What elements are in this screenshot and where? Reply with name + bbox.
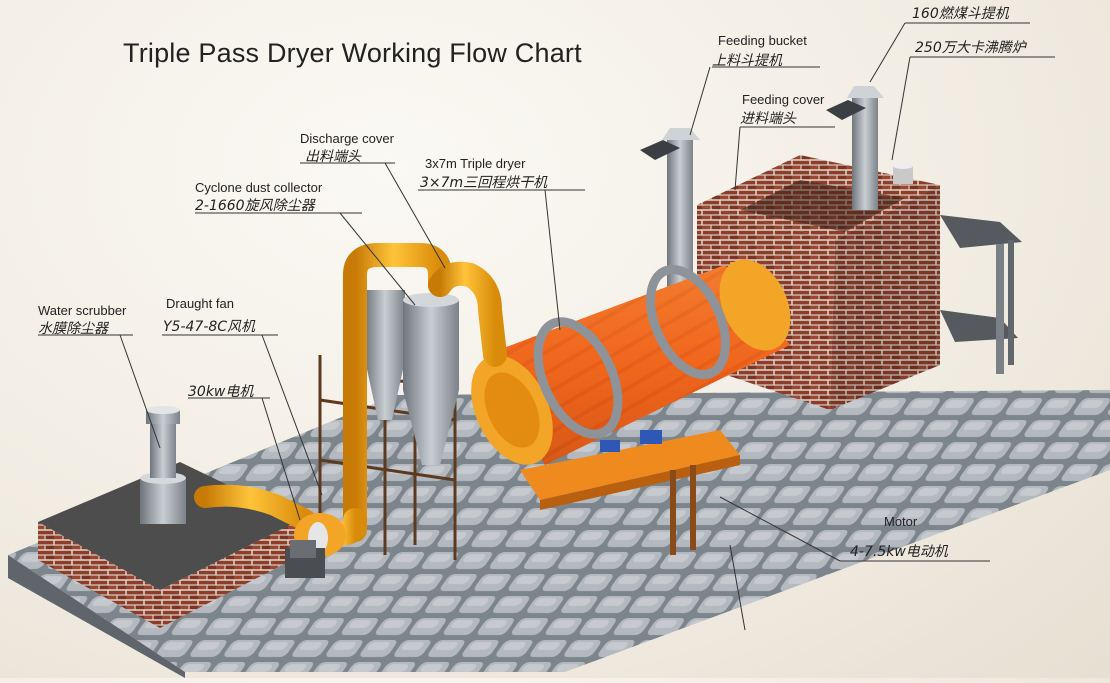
draught-fan: [285, 513, 346, 578]
water-scrubber-cn-label: 水膜除尘器: [38, 321, 108, 337]
furnace-cn-label: 250万大卡沸腾炉: [915, 40, 1026, 56]
steel-platform: [940, 215, 1022, 248]
draught-fan-cn-label: Y5-47-8C风机: [163, 319, 256, 335]
label-leader-lines: [38, 22, 1055, 631]
triple-dryer-label: 3x7m Triple dryer: [425, 156, 526, 171]
motor-30kw-cn-label: 30kw电机: [188, 384, 254, 400]
coal-bucket-elevator-cn-label: 160燃煤斗提机: [912, 6, 1009, 22]
water-scrubber-label: Water scrubber: [38, 303, 127, 318]
feeding-cover-label: Feeding cover: [742, 92, 825, 107]
feeding-bucket-label: Feeding bucket: [718, 33, 807, 48]
feeding-cover-cn-label: 进料端头: [740, 111, 796, 127]
cyclone-cn-label: 2-1660旋风除尘器: [195, 198, 315, 214]
water-scrubber-tank: [140, 406, 186, 524]
motor-cn-label: 4-7.5kw电动机: [850, 544, 948, 560]
cyclone-label: Cyclone dust collector: [195, 180, 323, 195]
drive-base: [520, 430, 740, 555]
draught-fan-label: Draught fan: [166, 296, 234, 311]
triple-dryer-cn-label: 3×7m三回程烘干机: [420, 175, 548, 191]
yellow-duct-pipes: [194, 243, 507, 546]
page-title: Triple Pass Dryer Working Flow Chart: [123, 38, 582, 68]
cyclone-collector-1: [365, 290, 405, 420]
cobblestone-floor: [8, 390, 1110, 672]
motor-label: Motor: [884, 514, 918, 529]
discharge-cover-cn-label: 出料端头: [305, 149, 361, 165]
discharge-cover-label: Discharge cover: [300, 131, 394, 146]
feeding-bucket-cn-label: 上料斗提机: [712, 53, 782, 69]
cyclone-collector-2: [403, 293, 459, 465]
triple-dryer-drum: [471, 259, 791, 465]
coal-bucket-elevator: [826, 86, 884, 210]
